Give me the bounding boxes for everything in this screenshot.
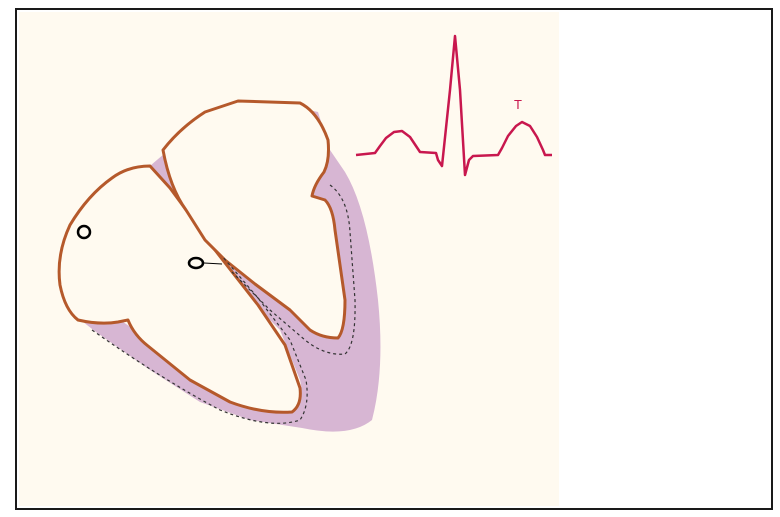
ecg-trace xyxy=(356,36,552,175)
ecg-t-wave-label: T xyxy=(514,97,522,112)
